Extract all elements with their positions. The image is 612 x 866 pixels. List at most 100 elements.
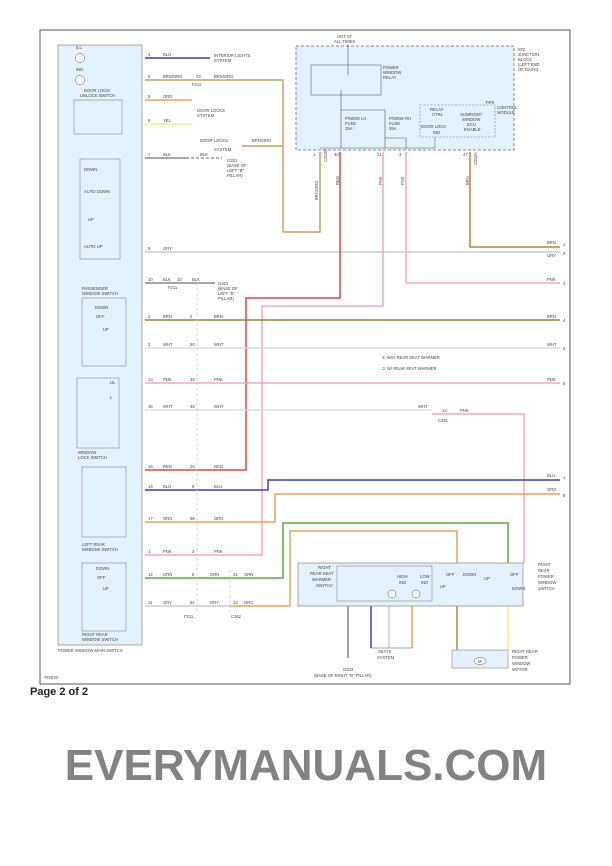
svg-text:C262: C262 [231, 614, 242, 619]
svg-text:UP: UP [440, 584, 446, 589]
svg-text:JUNCTION: JUNCTION [518, 52, 539, 57]
svg-text:IOD: IOD [518, 47, 525, 52]
svg-text:MODULE: MODULE [497, 110, 515, 115]
svg-text:BLK: BLK [163, 277, 171, 282]
svg-text:WHT: WHT [547, 342, 557, 347]
svg-text:BLU: BLU [163, 52, 171, 57]
svg-text:BRN/ORG: BRN/ORG [214, 74, 234, 79]
svg-text:BLU: BLU [547, 473, 555, 478]
svg-text:MOTOR: MOTOR [512, 667, 528, 672]
svg-text:98: 98 [190, 516, 195, 521]
svg-text:14: 14 [148, 484, 153, 489]
svg-text:LOW: LOW [420, 574, 430, 579]
svg-text:21: 21 [377, 152, 382, 157]
svg-text:(LEFT END: (LEFT END [518, 62, 540, 67]
svg-text:8: 8 [148, 74, 151, 79]
svg-text:BRN: BRN [214, 314, 223, 319]
svg-text:SWITCH: SWITCH [538, 586, 555, 591]
svg-text:PNK: PNK [214, 549, 223, 554]
svg-text:UP: UP [103, 327, 109, 332]
driver-window-switch [79, 158, 121, 260]
svg-text:DOWN: DOWN [84, 167, 97, 172]
svg-text:15: 15 [148, 404, 153, 409]
wire-pnk-21 [145, 152, 384, 556]
svg-text:GRY: GRY [163, 600, 172, 605]
wire-org-17 [145, 493, 560, 523]
svg-text:12: 12 [148, 572, 153, 577]
svg-text:UP: UP [88, 217, 94, 222]
svg-text:10: 10 [148, 277, 153, 282]
svg-text:G203: G203 [343, 667, 354, 672]
svg-text:RELAY: RELAY [430, 107, 444, 112]
svg-text:L: L [110, 395, 113, 400]
svg-text:6: 6 [563, 381, 566, 386]
svg-text:REAR SEAT: REAR SEAT [310, 571, 334, 576]
wire-brn-org [145, 79, 321, 233]
ill-lamp-icon [75, 53, 85, 63]
svg-text:WARMER: WARMER [312, 577, 331, 582]
ind-lamp-icon [75, 75, 85, 85]
svg-text:POWER: POWER [383, 65, 399, 70]
svg-text:PILLAR): PILLAR) [227, 173, 243, 178]
svg-text:ALL TIMES: ALL TIMES [334, 39, 355, 44]
svg-text:WHT: WHT [418, 404, 428, 409]
wire-red [145, 152, 341, 471]
svg-text:① W/O REAR SEAT WARMER: ① W/O REAR SEAT WARMER [382, 355, 440, 360]
high-ind-lamp-icon [387, 589, 397, 599]
svg-text:P/WDW RH: P/WDW RH [389, 116, 411, 121]
svg-text:WINDOW SWITCH: WINDOW SWITCH [82, 547, 118, 552]
svg-text:4: 4 [148, 52, 151, 57]
svg-text:21: 21 [233, 572, 238, 577]
svg-text:ORG: ORG [163, 516, 173, 521]
svg-text:13: 13 [148, 377, 153, 382]
svg-text:PNK: PNK [400, 176, 405, 185]
wire-grn [145, 522, 509, 579]
svg-text:SUNROOF/: SUNROOF/ [460, 112, 483, 117]
tips-control-module [419, 104, 496, 138]
svg-text:(BASE OF RIGHT "B" PILLAR): (BASE OF RIGHT "B" PILLAR) [314, 673, 372, 678]
svg-text:3: 3 [148, 342, 151, 347]
svg-text:6: 6 [148, 118, 151, 123]
svg-text:RIGHT: RIGHT [318, 565, 331, 570]
svg-text:49: 49 [190, 377, 195, 382]
svg-text:OFF: OFF [97, 575, 106, 580]
page-number: Page 2 of 2 [30, 686, 89, 698]
svg-text:8: 8 [563, 493, 566, 498]
svg-text:OFF: OFF [510, 572, 519, 577]
wire-pnk-3 [405, 152, 560, 284]
motor-icon [473, 657, 487, 665]
svg-text:IND: IND [399, 580, 406, 585]
svg-text:M: M [478, 659, 482, 664]
svg-text:50: 50 [190, 342, 195, 347]
svg-text:RIGHT REAR: RIGHT REAR [512, 649, 538, 654]
svg-text:GRY: GRY [210, 600, 219, 605]
wire-blu-14 [145, 479, 560, 491]
svg-text:CONTROL: CONTROL [497, 105, 518, 110]
svg-text:47: 47 [463, 152, 468, 157]
svg-text:BLU: BLU [214, 484, 222, 489]
seat-warmer-switch [336, 565, 433, 602]
svg-text:30: 30 [334, 152, 339, 157]
svg-text:IND: IND [421, 580, 428, 585]
svg-text:RED: RED [163, 464, 172, 469]
svg-text:POWER WINDOW MAIN SWITCH: POWER WINDOW MAIN SWITCH [58, 648, 123, 653]
svg-text:ECU: ECU [467, 122, 476, 127]
svg-text:LEFT "B": LEFT "B" [227, 168, 245, 173]
svg-text:(BASE OF: (BASE OF [227, 163, 247, 168]
svg-text:UL: UL [110, 380, 116, 385]
svg-text:G201: G201 [218, 281, 229, 286]
svg-text:G201: G201 [227, 158, 238, 163]
svg-text:DOOR LOCK/: DOOR LOCK/ [84, 88, 111, 93]
svg-text:ORG: ORG [244, 600, 254, 605]
svg-text:1: 1 [313, 152, 316, 157]
svg-text:PASSENGER: PASSENGER [82, 286, 108, 291]
svg-text:ILL: ILL [76, 45, 82, 50]
watermark: EVERYMANUALS.COM [65, 741, 547, 790]
svg-text:10: 10 [177, 277, 182, 282]
svg-text:BRN: BRN [465, 176, 470, 185]
svg-text:WINDOW: WINDOW [512, 661, 530, 666]
svg-text:3: 3 [192, 549, 195, 554]
